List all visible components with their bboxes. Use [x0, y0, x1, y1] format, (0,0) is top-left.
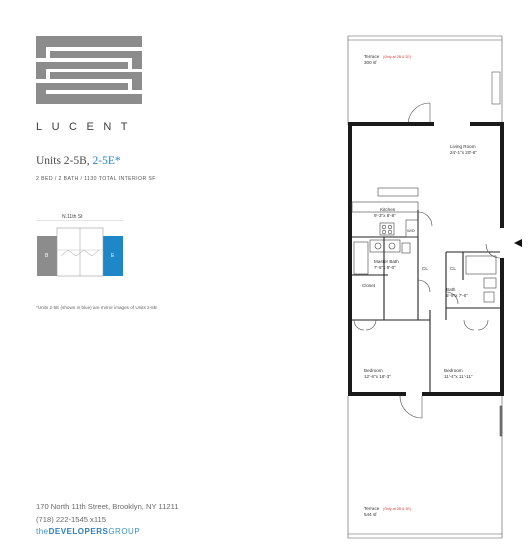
contact-address: 170 North 11th Street, Brooklyn, NY 1121… — [36, 502, 179, 511]
terrace-bottom-note: (Only at 2B & 2E) — [383, 507, 411, 511]
kitchen-counter — [351, 201, 419, 213]
terrace-bottom-name: Terrace — [364, 506, 380, 511]
terrace-top-name: Terrace — [364, 54, 380, 59]
bath-sink — [483, 277, 497, 289]
bedroom-1-size: 12'-6"x 16'-3" — [364, 374, 391, 379]
kitchen-size: 9'-3"x 8'-8" — [374, 213, 396, 218]
master-bath-door — [417, 279, 431, 293]
kitchen-door — [417, 211, 433, 227]
developer-logo: theDEVELOPERSGROUP — [36, 527, 140, 536]
terrace-top-outline — [347, 35, 503, 125]
bedroom-2-closet-doors — [463, 319, 489, 331]
bath-size: 5'-6"x 7'-6" — [446, 293, 468, 298]
washer-dryer — [405, 219, 419, 238]
kitchen-island — [377, 187, 419, 197]
bedroom-2-size: 11'-4"x 11'-11" — [444, 374, 473, 379]
terrace-bottom-door — [399, 395, 423, 419]
bedroom-2-name: Bedroom — [444, 368, 463, 373]
bath-tub-2 — [465, 255, 497, 275]
toilet — [401, 242, 411, 254]
range — [379, 222, 395, 236]
keyplate-note: *Units 2-5E (shown in blue) are mirror i… — [36, 305, 157, 310]
wd-label: W/D — [407, 228, 415, 233]
bedroom-1-name: Bedroom — [364, 368, 383, 373]
developer-logo-group: GROUP — [108, 527, 141, 536]
bath-toilet — [483, 291, 495, 303]
keyplate-unit-b: B — [45, 253, 49, 259]
unit-subtitle: 2 BED / 2 BATH / 1130 TOTAL INTERIOR SF — [36, 176, 156, 182]
terrace-top-door — [407, 102, 431, 126]
terrace-top-note: (Only at 2B & 2E) — [383, 55, 411, 59]
keyplate-diagram: B E — [36, 220, 124, 277]
cl-1-label: CL — [422, 266, 428, 271]
entry-arrow-icon — [514, 239, 522, 247]
contact-phone: (718) 222-1545 x115 — [36, 515, 106, 524]
unit-title: Units 2-5B, 2-5E* — [36, 155, 121, 167]
terrace-top-planter — [491, 71, 501, 105]
cl-2-label: CL — [450, 266, 456, 271]
terrace-bottom-size: 544 sf — [364, 512, 377, 517]
lucent-logo-mark — [36, 36, 142, 104]
unit-title-prefix: Units 2-5B, — [36, 155, 90, 167]
unit-title-accent: 2-5E* — [92, 155, 121, 167]
closet-1-label: Closet — [362, 283, 376, 288]
living-room-name: Living Room — [450, 144, 476, 149]
floor-plan: Terrace (Only at 2B & 2E) 300 sf Living … — [347, 35, 522, 539]
bathtub — [353, 241, 369, 275]
master-bath-size: 7'-6"x 8'-0" — [374, 265, 396, 270]
bedroom-1-closet-doors — [353, 319, 377, 331]
terrace-top-size: 300 sf — [364, 60, 377, 65]
terrace-bottom-rail — [499, 405, 503, 437]
keyplate-street-label: N.11th St — [62, 214, 83, 220]
master-bath-name: Master Bath — [374, 259, 399, 264]
vanity — [369, 239, 401, 253]
bath-name: Bath — [446, 287, 456, 292]
developer-logo-the: the — [36, 527, 49, 536]
bath-door — [445, 291, 459, 305]
developer-logo-developers: DEVELOPERS — [48, 527, 109, 536]
contact-block: 170 North 11th Street, Brooklyn, NY 1121… — [36, 500, 179, 526]
keyplate-unit-e: E — [111, 253, 115, 259]
interior-walls — [352, 210, 500, 392]
logo-wordmark: LUCENT — [36, 121, 138, 133]
kitchen-name: Kitchen — [380, 207, 396, 212]
living-room-size: 24'-1"x 20'-6" — [450, 150, 477, 155]
exterior-walls — [348, 122, 504, 396]
terrace-bottom-outline — [347, 396, 503, 539]
